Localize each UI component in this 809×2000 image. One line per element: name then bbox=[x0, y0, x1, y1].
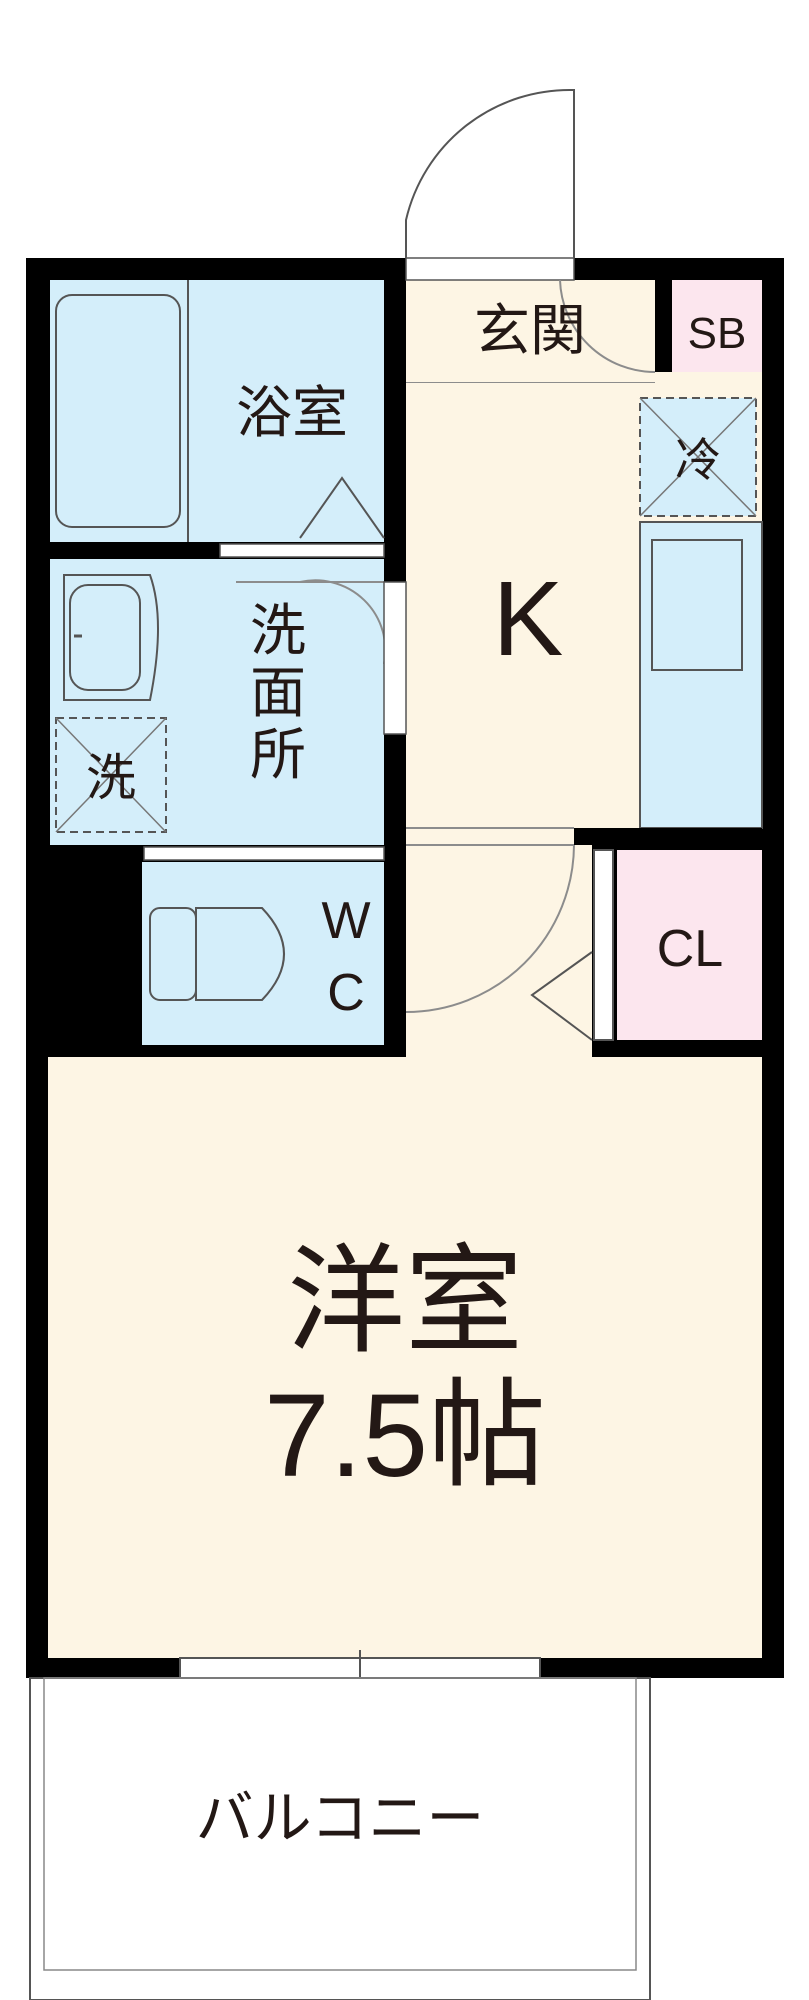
bathtub bbox=[55, 294, 181, 528]
genkan-floor bbox=[406, 280, 655, 382]
western-room-floor bbox=[48, 1057, 762, 1658]
washer-space bbox=[55, 717, 167, 833]
washer-cross-b bbox=[55, 717, 167, 833]
fridge-cross-b bbox=[639, 397, 757, 517]
western-room-name: 洋室 bbox=[287, 1232, 523, 1370]
washer-label: 洗 bbox=[86, 749, 136, 807]
closet-door bbox=[593, 849, 614, 1041]
western-room-size: 7.5帖 bbox=[264, 1370, 546, 1502]
toilet-label-c: C bbox=[327, 964, 365, 1022]
toilet-bowl bbox=[195, 907, 285, 1001]
shoe-box-label: SB bbox=[688, 309, 747, 358]
hallway-floor bbox=[406, 828, 592, 1057]
balcony-railing bbox=[43, 1677, 637, 1971]
shoe-box bbox=[672, 280, 762, 372]
entry-door-opening bbox=[405, 257, 575, 281]
balcony bbox=[29, 1677, 651, 2000]
hall-door-gap bbox=[406, 828, 574, 845]
closet-label: CL bbox=[657, 920, 723, 978]
bath-door bbox=[219, 543, 385, 558]
genkan-arc bbox=[559, 279, 656, 373]
entry-door-swing bbox=[405, 88, 575, 258]
kitchen-label: K bbox=[493, 560, 564, 678]
washroom bbox=[50, 559, 384, 845]
washroom-label-3: 所 bbox=[250, 723, 306, 788]
wash-sliding-door bbox=[143, 846, 385, 861]
sb-wall bbox=[655, 280, 672, 372]
balcony-label: バルコニー bbox=[196, 1784, 485, 1852]
toilet-room bbox=[142, 862, 384, 1045]
washroom-label-1: 洗 bbox=[250, 599, 306, 664]
vanity bbox=[63, 574, 159, 701]
toilet-south-wall bbox=[50, 1045, 406, 1057]
bath-label: 浴室 bbox=[236, 381, 348, 446]
wash-door bbox=[383, 581, 407, 735]
toilet-wall-west bbox=[50, 862, 142, 1045]
kitchen-counter bbox=[639, 521, 763, 829]
bath-door-swing bbox=[299, 476, 385, 539]
toilet-east-wall bbox=[384, 862, 406, 1057]
closet-door-swing bbox=[530, 951, 593, 1041]
wash-basin bbox=[69, 584, 141, 691]
closet bbox=[617, 850, 762, 1040]
fridge-label: 冷 bbox=[675, 433, 721, 487]
toilet-label-w: W bbox=[321, 892, 370, 950]
kitchen-sink bbox=[651, 539, 743, 671]
toilet-door-swing bbox=[405, 844, 575, 1013]
genkan-label: 玄関 bbox=[474, 299, 586, 364]
washroom-label-2: 面 bbox=[250, 661, 306, 726]
